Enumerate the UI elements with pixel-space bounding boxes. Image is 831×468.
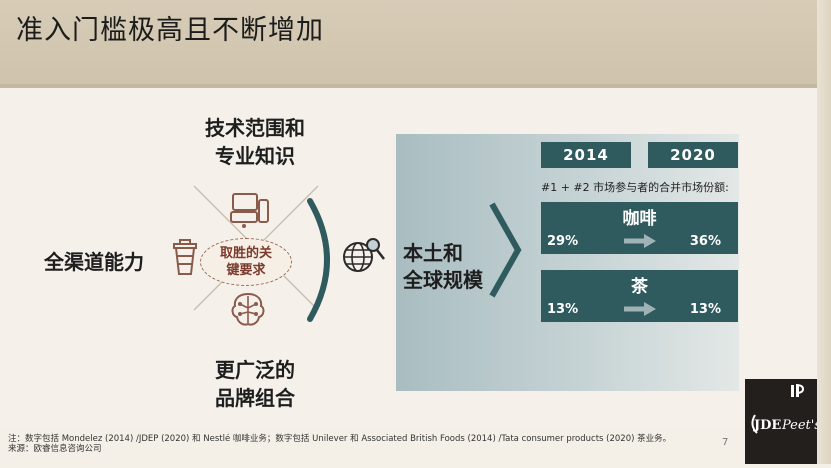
scale-label: 本土和 全球规模 — [403, 240, 483, 294]
share-2020: 13% — [689, 302, 721, 317]
share-2014: 29% — [547, 234, 579, 249]
frame-edge — [817, 0, 831, 464]
market-share-heading: #1 + #2 市场参与者的合并市场份额: — [541, 181, 729, 194]
devices-icon — [230, 193, 269, 228]
oval-line: 取胜的关 — [219, 246, 272, 261]
caption-tech-expertise: 技术范围和 专业知识 — [190, 114, 320, 170]
key-requirements-oval: 取胜的关 键要求 — [200, 238, 292, 286]
caption-line: 品牌组合 — [215, 386, 295, 410]
arrow-right-icon — [624, 234, 656, 248]
header-band — [0, 0, 817, 84]
logo-mark-icon: JDE Peet's — [751, 384, 821, 434]
category-tea-bar: 茶 13% 13% — [541, 270, 738, 322]
share-2014: 13% — [547, 302, 579, 317]
footnote-source: 来源：欧睿信息咨询公司 — [8, 444, 102, 454]
brain-icon — [231, 292, 265, 326]
caption-omnichannel: 全渠道能力 — [44, 250, 144, 274]
bracket-arc — [307, 198, 330, 322]
category-coffee-bar: 咖啡 29% 36% — [541, 202, 738, 254]
header-divider — [0, 84, 817, 88]
category-name: 茶 — [631, 277, 648, 297]
svg-text:JDE: JDE — [753, 418, 781, 433]
category-name: 咖啡 — [622, 209, 657, 229]
footnote-note: 注：数字包括 Mondelez (2014) /JDEP (2020) 和 Ne… — [8, 434, 672, 444]
caption-brand-portfolio: 更广泛的 品牌组合 — [190, 356, 320, 412]
page-title: 准入门槛极高且不断增加 — [16, 15, 324, 46]
caption-line: 更广泛的 — [215, 358, 295, 382]
jde-peets-logo: JDE Peet's — [745, 379, 821, 464]
share-2020: 36% — [689, 234, 721, 249]
svg-text:Peet's: Peet's — [781, 418, 817, 433]
footnote: 注：数字包括 Mondelez (2014) /JDEP (2020) 和 Ne… — [8, 434, 671, 454]
arrow-right-icon — [624, 302, 656, 316]
chevron-right-icon — [489, 202, 522, 298]
oval-line: 键要求 — [226, 263, 266, 278]
year-2020: 2020 — [648, 142, 738, 168]
market-scale-panel — [396, 134, 739, 391]
scale-label-line: 本土和 — [403, 241, 463, 265]
caption-line: 专业知识 — [215, 144, 295, 168]
caption-line: 技术范围和 — [205, 116, 305, 140]
page-number: 7 — [722, 437, 729, 448]
scale-label-line: 全球规模 — [403, 268, 483, 292]
year-2014: 2014 — [541, 142, 631, 168]
coffee-cup-icon — [173, 239, 197, 275]
globe-search-icon — [343, 238, 385, 272]
